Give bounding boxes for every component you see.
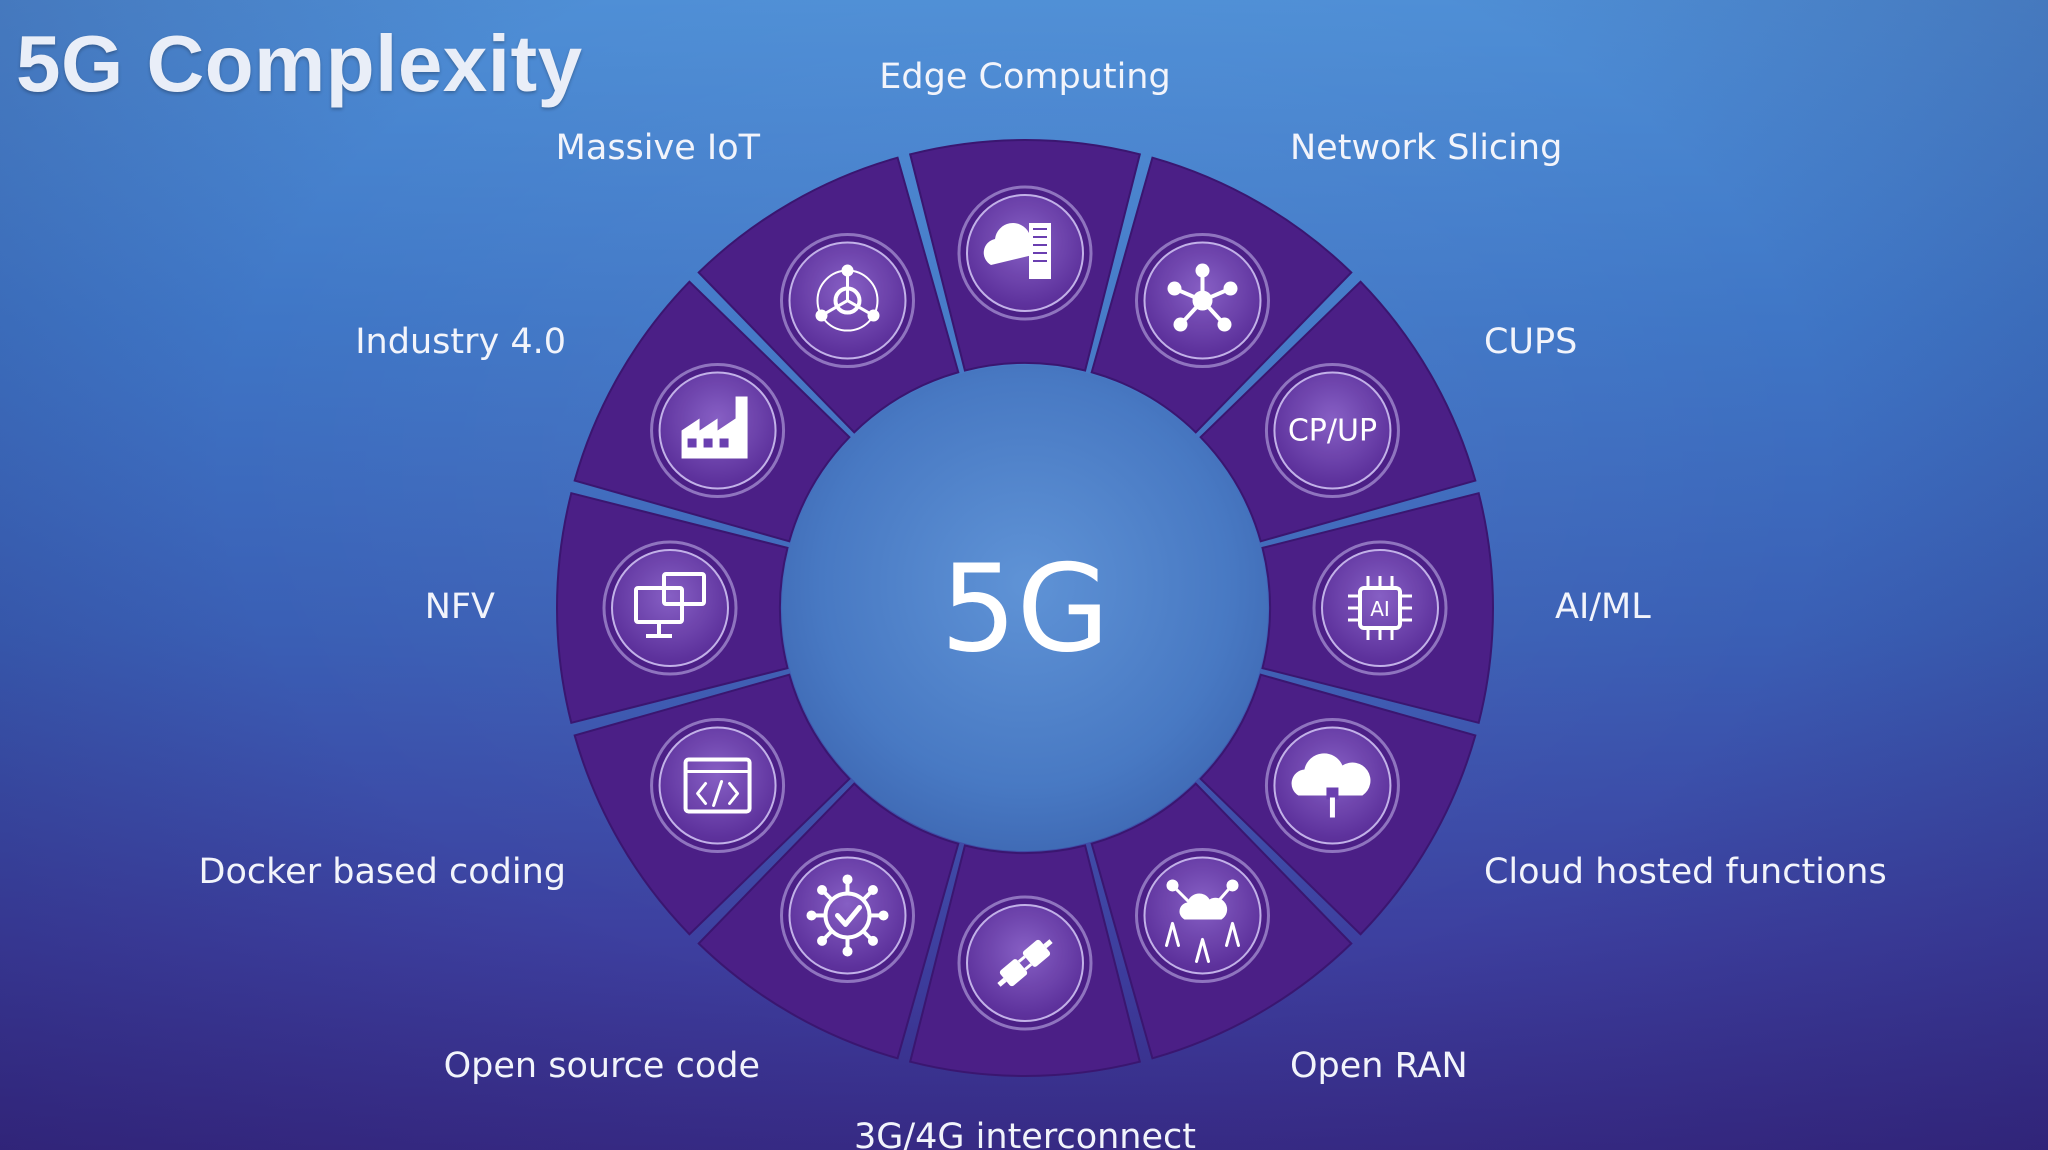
page-title: 5G Complexity	[16, 19, 583, 108]
iot-hub-icon	[780, 233, 915, 369]
cell-tower-cloud-icon	[1135, 847, 1270, 983]
segment-label-cloud-hosted-functions: Cloud hosted functions	[1484, 852, 1887, 892]
network-hub-icon	[1135, 233, 1270, 369]
factory-icon	[650, 363, 786, 498]
svg-text:CP/UP: CP/UP	[1288, 414, 1377, 449]
segment-label-industry-4-0: Industry 4.0	[355, 322, 566, 362]
ai-chip-icon: AI	[1312, 540, 1448, 676]
cloud-server-icon	[957, 185, 1093, 321]
segment-label-open-source-code: Open source code	[444, 1046, 760, 1086]
segment-label-massive-iot: Massive IoT	[556, 128, 761, 168]
code-window-icon	[650, 718, 786, 853]
segment-label-3g-4g-interconnect: 3G/4G interconnect	[854, 1117, 1196, 1150]
segment-label-open-ran: Open RAN	[1290, 1046, 1468, 1086]
segment-label-edge-computing: Edge Computing	[879, 57, 1170, 97]
virtual-monitors-icon	[602, 540, 738, 676]
center-hub	[782, 365, 1268, 851]
segment-label-ai-ml: AI/ML	[1555, 587, 1651, 627]
gear-check-icon	[780, 847, 915, 983]
segment-label-cups: CUPS	[1484, 322, 1577, 362]
svg-text:AI: AI	[1370, 597, 1390, 621]
center-label: 5G	[940, 541, 1109, 680]
segment-label-network-slicing: Network Slicing	[1290, 128, 1562, 168]
cp-up-icon: CP/UP	[1264, 363, 1400, 498]
cloud-function-icon	[1264, 718, 1400, 853]
segment-label-docker-based-coding: Docker based coding	[199, 852, 566, 892]
plug-connector-icon	[957, 895, 1093, 1031]
segment-label-nfv: NFV	[425, 587, 495, 627]
